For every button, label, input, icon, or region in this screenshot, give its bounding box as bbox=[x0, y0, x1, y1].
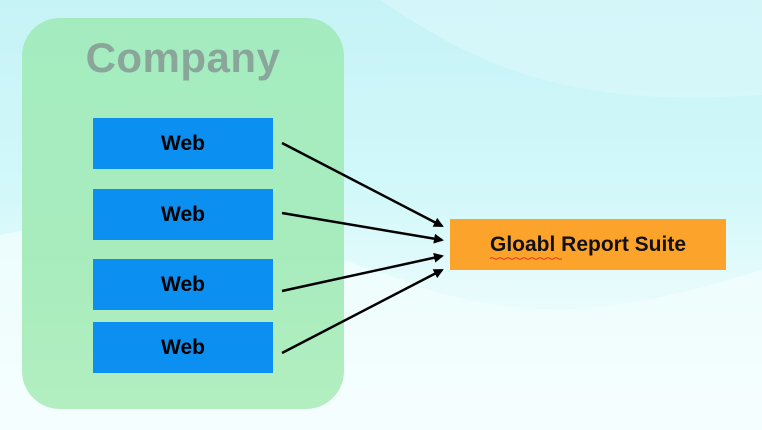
web-node-4: Web bbox=[93, 322, 273, 373]
web-node-3: Web bbox=[93, 259, 273, 310]
report-suite-text: Gloabl Report Suite bbox=[489, 232, 686, 256]
web-node-2: Web bbox=[93, 189, 273, 240]
company-title: Company bbox=[85, 34, 281, 81]
web-node-1: Web bbox=[93, 118, 273, 169]
spellcheck-underline bbox=[489, 256, 562, 260]
global-report-suite-label: Gloabl Report Suite bbox=[489, 232, 686, 260]
global-report-suite-node: Gloabl Report Suite bbox=[450, 219, 726, 270]
